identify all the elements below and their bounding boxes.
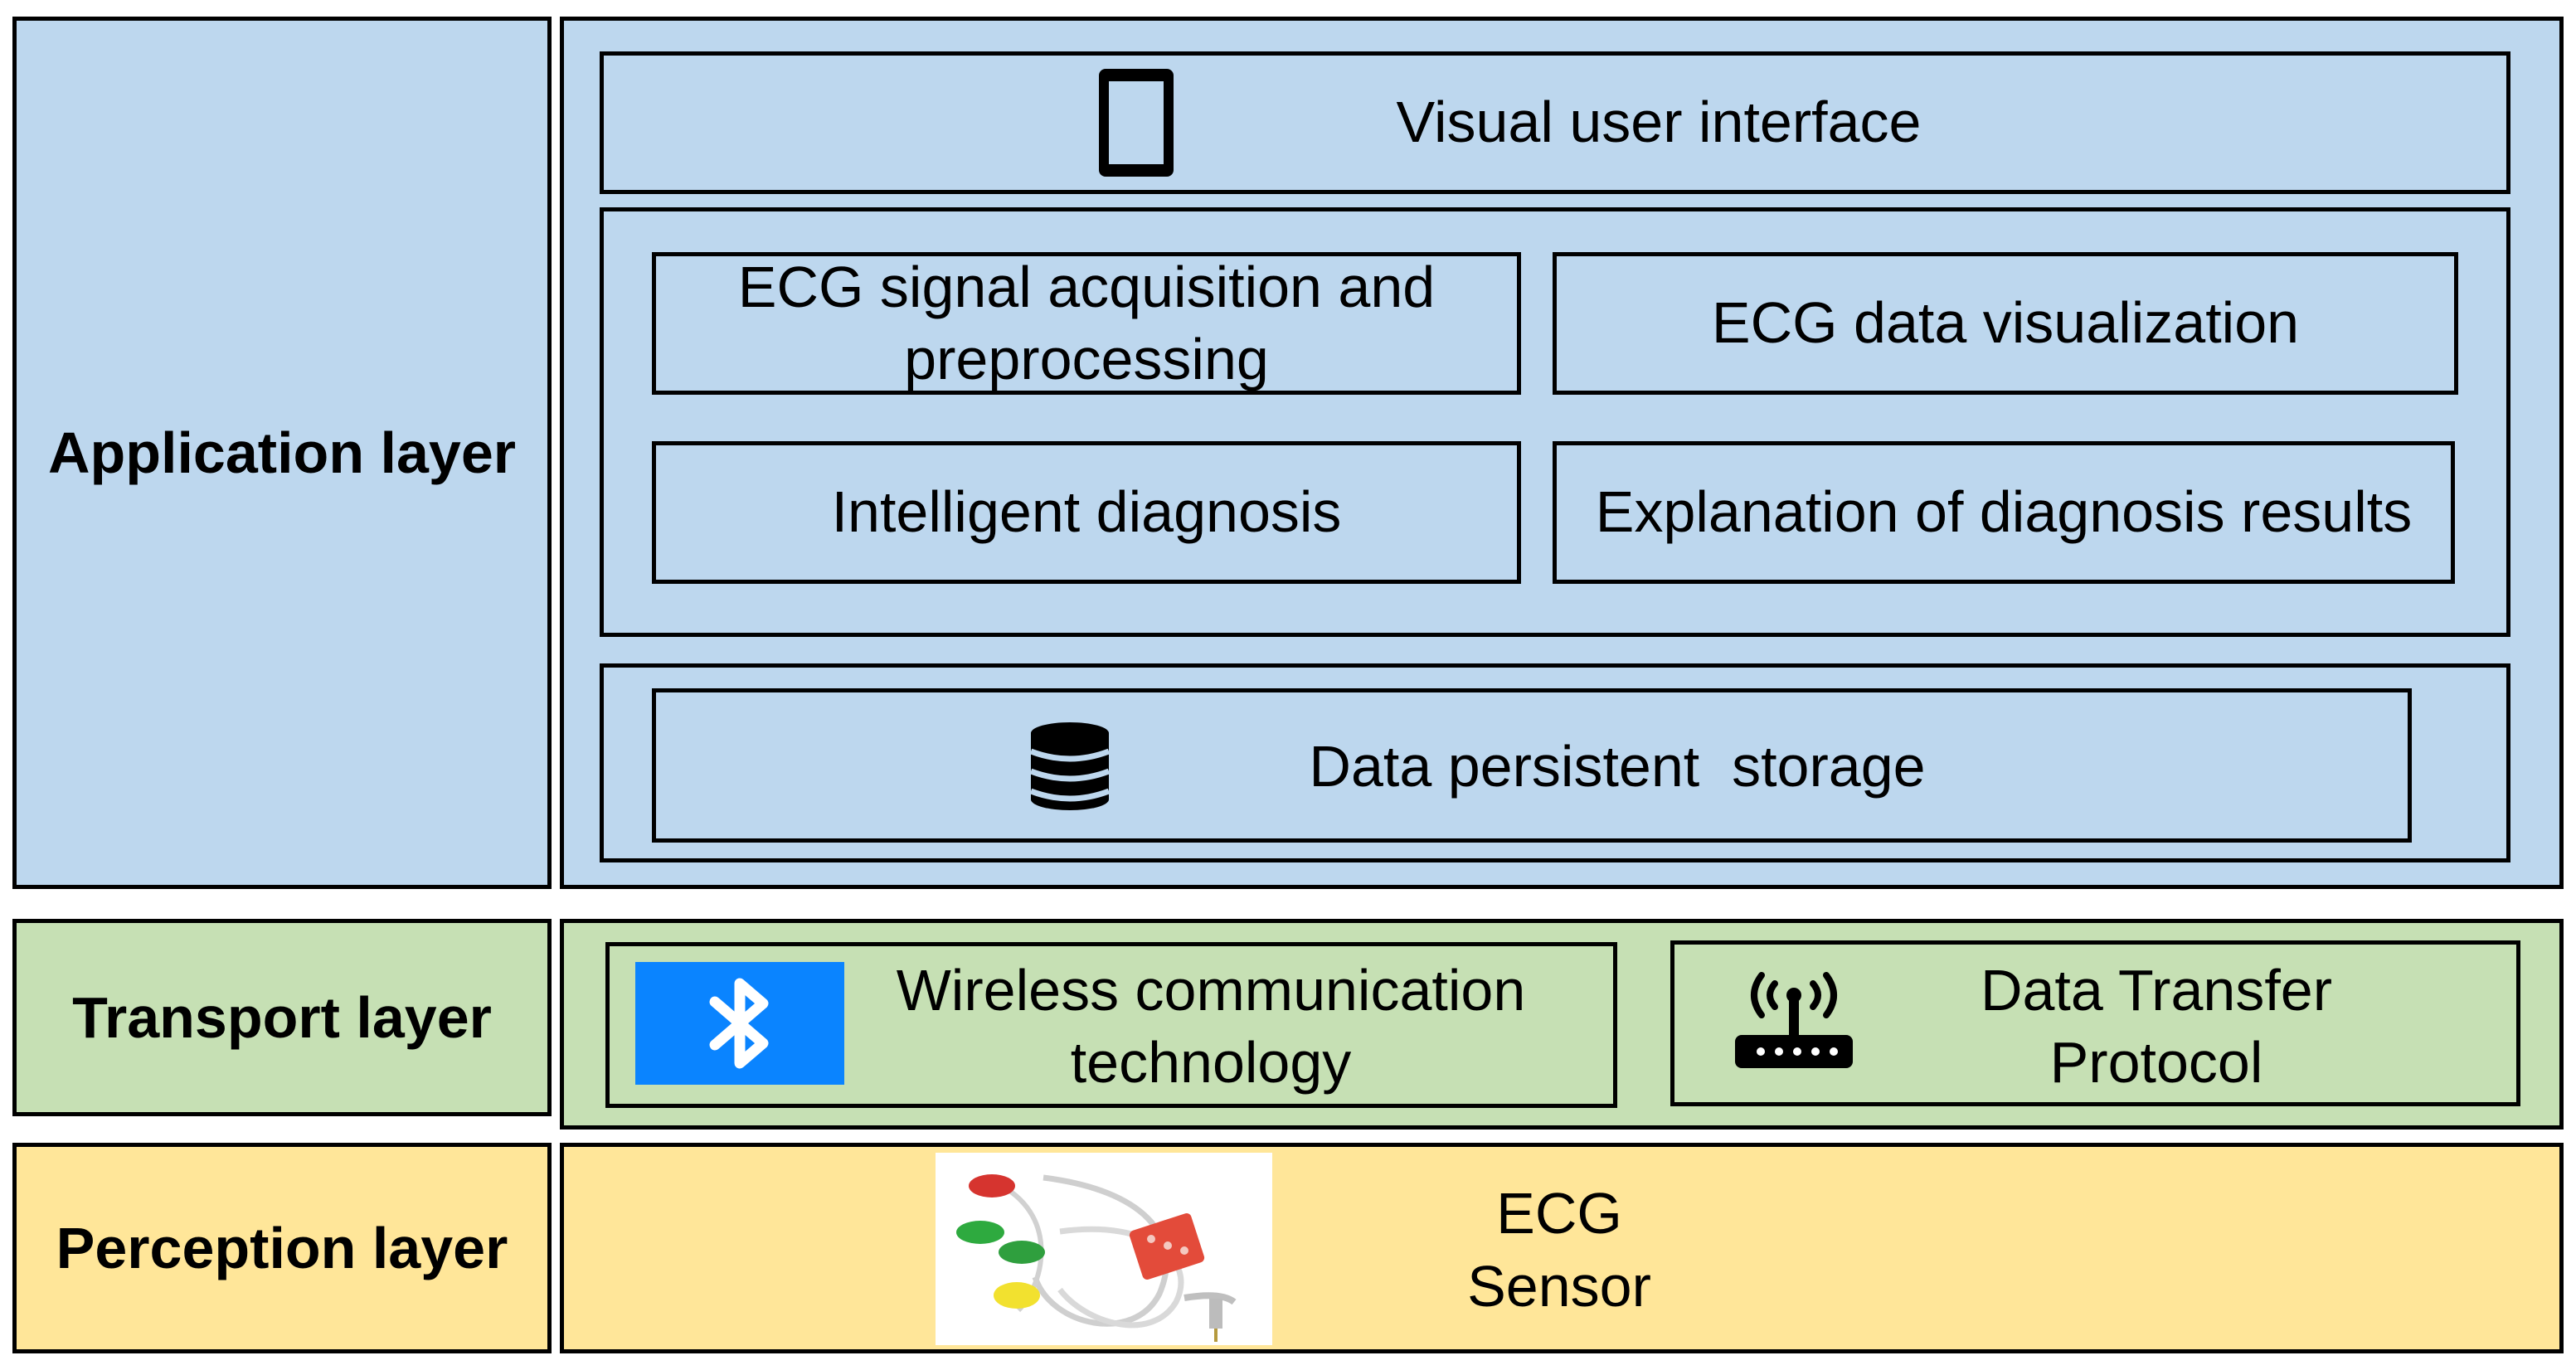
explanation-results-box: Explanation of diagnosis results <box>1553 441 2455 584</box>
ecg-sensor-photo <box>936 1153 1272 1345</box>
data-transfer-protocol-box <box>1670 940 2520 1106</box>
visual-user-interface-box <box>600 51 2510 194</box>
explanation-results-text: Explanation of diagnosis results <box>1595 479 2413 545</box>
ecg-sensor-text: ECG Sensor <box>1467 1181 1651 1319</box>
data-transfer-protocol-text: Data Transfer Protocol <box>1980 957 2333 1096</box>
visual-user-interface-text: Visual user interface <box>1396 89 1922 154</box>
data-persistent-storage-text: Data persistent storage <box>1309 733 1926 799</box>
ecg-data-visualization-text: ECG data visualization <box>1711 290 2300 356</box>
transport-layer-label-box: Transport layer <box>12 919 552 1116</box>
perception-layer-container <box>560 1143 2564 1353</box>
tablet-icon <box>1091 65 1182 181</box>
intelligent-diagnosis-text: Intelligent diagnosis <box>831 479 1342 545</box>
transport-layer-label: Transport layer <box>72 985 492 1050</box>
intelligent-diagnosis-box: Intelligent diagnosis <box>652 441 1521 584</box>
ecg-data-visualization-box: ECG data visualization <box>1553 252 2458 395</box>
ecg-signal-acquisition-text: ECG signal acquisition and preprocessing <box>737 254 1436 392</box>
data-persistent-storage-box <box>652 688 2412 843</box>
perception-layer-label-box: Perception layer <box>12 1143 552 1353</box>
database-icon <box>1024 720 1115 813</box>
application-layer-label-box: Application layer <box>12 17 552 889</box>
wireless-communication-text: Wireless communication technology <box>896 957 1526 1096</box>
wifi-router-icon <box>1732 970 1856 1076</box>
perception-layer-label: Perception layer <box>56 1216 508 1280</box>
application-layer-label: Application layer <box>47 420 517 485</box>
ecg-signal-acquisition-box: ECG signal acquisition and preprocessing <box>652 252 1521 395</box>
bluetooth-icon <box>635 962 844 1085</box>
